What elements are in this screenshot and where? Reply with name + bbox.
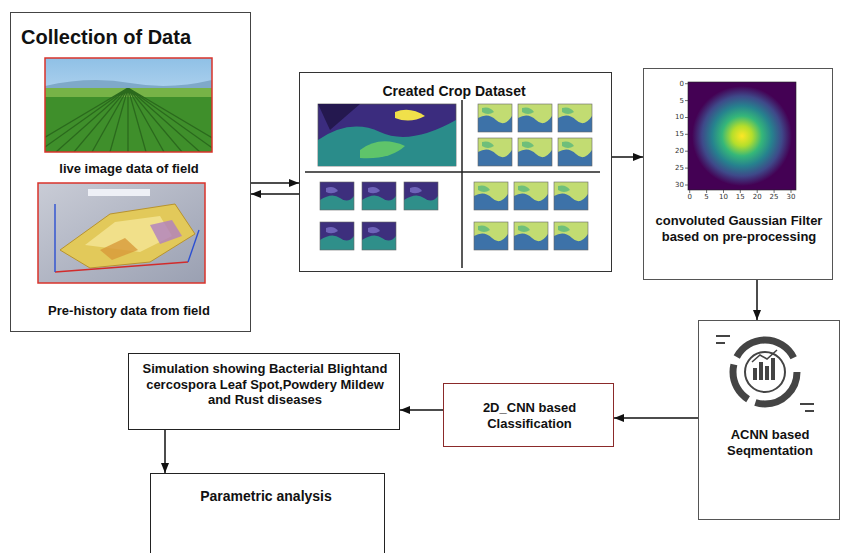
axis-tick-label: 10 [719, 194, 728, 201]
process-label: 2D_CNN based Classification [452, 400, 607, 431]
field-photo [20, 58, 236, 152]
axis-tick-label: 25 [675, 165, 684, 172]
classification-box: 2D_CNN based Classification [443, 383, 614, 447]
flow-arrow [614, 417, 698, 419]
panel-title: Collection of Data [21, 25, 243, 49]
panel-caption: ACNN based Seqmentation [705, 427, 835, 458]
analytics-icon [716, 336, 814, 411]
data-collection-panel: Collection of Data live image data of fie… [10, 12, 251, 332]
panel-caption: convoluted Gaussian Filter based on pre-… [654, 213, 824, 244]
axis-tick-label: 10 [675, 114, 684, 121]
flow-arrow [164, 430, 166, 473]
process-label: Simulation showing Bacterial Blightand c… [137, 361, 393, 408]
flow-arrow [400, 409, 443, 411]
simulation-box: Simulation showing Bacterial Blightand c… [128, 353, 400, 430]
analysis-box: Parametric analysis [150, 473, 385, 553]
axis-tick-label: 15 [675, 131, 684, 138]
terrain-plot [38, 183, 205, 283]
image-caption: Pre-history data from field [11, 303, 247, 319]
axis-tick-label: 5 [680, 97, 684, 104]
axis-tick-label: 25 [770, 194, 779, 201]
process-label: Parametric analysis [151, 488, 381, 505]
filter-panel: convoluted Gaussian Filter based on pre-… [643, 68, 833, 280]
gaussian-heatmap [685, 82, 796, 193]
flow-arrow [756, 280, 758, 320]
panel-title: Created Crop Dataset [300, 83, 608, 100]
axis-tick-label: 0 [687, 194, 691, 201]
segmentation-panel: ACNN based Seqmentation [698, 320, 840, 520]
axis-tick-label: 5 [704, 194, 708, 201]
axis-tick-label: 30 [675, 181, 684, 188]
axis-tick-label: 20 [753, 194, 762, 201]
flow-arrow [251, 182, 299, 184]
axis-tick-label: 0 [680, 80, 684, 87]
flow-arrow [251, 193, 299, 195]
axis-tick-label: 30 [786, 194, 795, 201]
axis-tick-label: 20 [675, 148, 684, 155]
dataset-panel: Created Crop Dataset [299, 72, 612, 272]
axis-tick-label: 15 [736, 194, 745, 201]
flow-arrow [612, 156, 643, 158]
image-caption: live image data of field [11, 161, 247, 177]
dataset-figures [305, 100, 600, 268]
